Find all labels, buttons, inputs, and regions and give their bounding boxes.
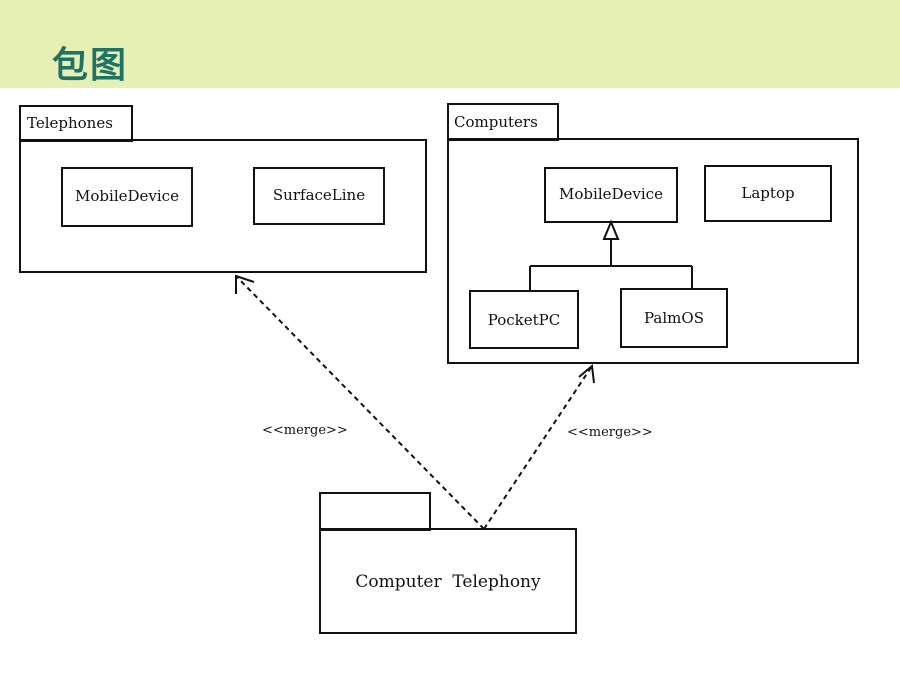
computers-pocketpc-box — [469, 290, 579, 349]
computers-laptop-label: Laptop — [741, 184, 795, 202]
computers-package-label: Computers — [454, 113, 538, 131]
computers-laptop-box — [704, 165, 832, 222]
merge-arrowhead-right — [578, 364, 595, 384]
computers-package-body — [447, 138, 859, 364]
telephones-surfaceline-label: SurfaceLine — [272, 186, 366, 204]
slide-header — [0, 0, 900, 88]
telephones-mobiledevice-label: MobileDevice — [75, 187, 179, 205]
computers-palmos-label: PalmOS — [644, 309, 704, 327]
merge-dependency-left — [235, 275, 485, 530]
merge-dependency-right — [483, 365, 593, 530]
slide-title: 包图 — [52, 45, 129, 86]
computer-telephony-body — [319, 528, 577, 634]
package-diagram: Telephones MobileDevice SurfaceLine Comp… — [0, 88, 900, 675]
telephones-package-label: Telephones — [27, 114, 113, 132]
merge-label-left: <<merge>> — [262, 423, 348, 438]
computers-palmos-box — [620, 288, 728, 348]
telephones-surfaceline-box — [253, 167, 385, 225]
generalization-arrowhead — [602, 219, 620, 240]
computers-pocketpc-label: PocketPC — [487, 311, 561, 329]
diagram-lines — [19, 103, 859, 634]
computer-telephony-tab — [319, 492, 431, 531]
merge-arrowhead-left — [235, 274, 255, 294]
computers-mobiledevice-label: MobileDevice — [559, 185, 663, 203]
telephones-package-body — [19, 139, 427, 273]
telephones-mobiledevice-box — [61, 167, 193, 227]
merge-label-right: <<merge>> — [567, 425, 653, 440]
computer-telephony-label: Computer Telephony — [355, 572, 541, 592]
